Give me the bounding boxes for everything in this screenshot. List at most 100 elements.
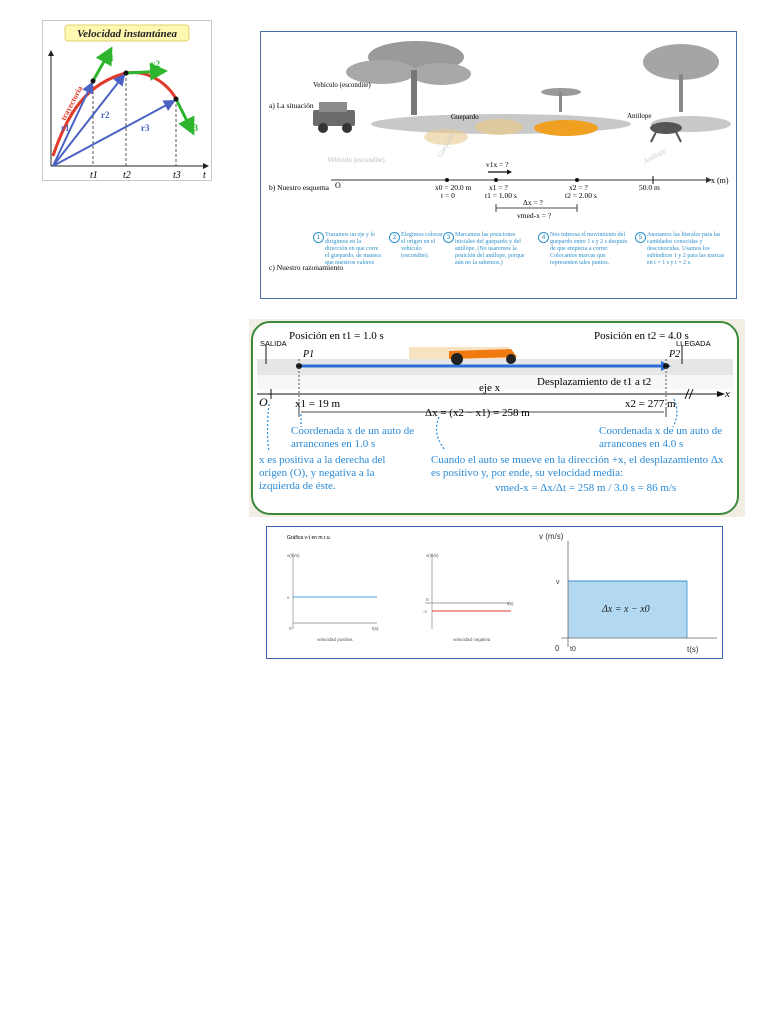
- mark-x1-line2: t1 = 1.00 s: [485, 191, 517, 200]
- v2-label: v2: [151, 59, 161, 69]
- track-shoulder: [257, 375, 733, 389]
- big-xlabel: t(s): [687, 645, 699, 654]
- antelope-label: Antílope: [627, 112, 652, 120]
- axis-label: x (m): [711, 176, 729, 185]
- cheetah-ghost-2: [475, 119, 523, 135]
- vmed-label: vmed-x = ?: [517, 211, 552, 220]
- t2-tick: t2: [123, 170, 131, 181]
- row-label-c: c) Nuestro razonamiento: [269, 263, 343, 272]
- step-5-text: Anotamos las literales para las cantidad…: [647, 232, 725, 266]
- point-2: [123, 70, 129, 76]
- g1-origin: 0: [289, 626, 292, 631]
- instantaneous-velocity-figure: Velocidad instantánea trayectoria r1 r2 …: [42, 20, 212, 181]
- average-velocity-formula: vmed-x = Δx/Δt = 258 m / 3.0 s = 86 m/s: [495, 482, 677, 494]
- displacement-area: [568, 581, 687, 638]
- displacement-label: Desplazamiento de t1 a t2: [537, 376, 651, 388]
- r2-label: r2: [101, 110, 110, 120]
- step-1-text: Trazamos un eje y lo dirigimos en la dir…: [325, 232, 381, 266]
- big-ylabel: v (m/s): [539, 532, 564, 541]
- x1-label: x1 = 19 m: [295, 398, 340, 410]
- t3-tick: t3: [173, 170, 181, 181]
- tree-left: [346, 41, 471, 115]
- axis-break-1: [684, 388, 690, 400]
- cheetah-problem-figure: Vehículo (escondite) Guepardo Antílope a…: [260, 31, 737, 299]
- title-box: [64, 24, 190, 42]
- mark-x2-line2: t2 = 2.00 s: [565, 191, 597, 200]
- cheetah-problem-diagram: Vehículo (escondite) Guepardo Antílope a…: [269, 41, 731, 272]
- reasoning-steps: 1 Trazamos un eje y lo dirigimos en la d…: [313, 232, 733, 296]
- v3-vector: [174, 98, 195, 136]
- delta-label: Δx = ?: [523, 198, 544, 207]
- cheetah-ghost-1: [424, 129, 468, 145]
- g1-caption: velocidad positiva: [317, 637, 353, 642]
- velocity-arrowhead: [507, 169, 512, 175]
- axis-break-2: [688, 388, 694, 400]
- mark-x0-line1: x0 = 20.0 m: [435, 183, 471, 192]
- antelope-ghost-label: Antílope: [642, 147, 667, 166]
- g1-xlabel: t(s): [372, 626, 379, 631]
- vehicle-label: Vehículo (escondite): [313, 81, 371, 89]
- drag-racer-diagram: Posición en t1 = 1.0 s Posición en t2 = …: [251, 321, 739, 515]
- g2-xlabel: t(s): [507, 601, 514, 606]
- position-1-label: Posición en t1 = 1.0 s: [289, 330, 384, 342]
- small-title: Gráfica v-t en m.r.u.: [287, 535, 331, 541]
- step-2-number: 2: [389, 232, 400, 243]
- x-axis-letter: x: [724, 388, 730, 400]
- delta-x-label: Δx = (x2 − x1) = 258 m: [425, 407, 530, 419]
- p2-label: P2: [668, 349, 680, 360]
- x2-label: x2 = 277 m: [625, 398, 676, 410]
- figure-title: Velocidad instantánea: [77, 28, 177, 40]
- mark-x2-line1: x2 = ?: [569, 183, 588, 192]
- salida-label: SALIDA: [260, 339, 287, 348]
- step-3-text: Marcamos las posiciones iniciales del gu…: [455, 232, 525, 266]
- p2-point: [663, 363, 669, 369]
- step-3-number: 3: [443, 232, 454, 243]
- v1-vector: [91, 46, 113, 82]
- axis-arrowhead: [706, 177, 712, 183]
- step-1-number: 1: [313, 232, 324, 243]
- x-axis-arrowhead: [717, 391, 725, 397]
- cheetah-label: Guepardo: [451, 113, 479, 121]
- v2-vector: [125, 62, 168, 81]
- velocity-time-diagram: Gráfica v-t en m.r.u. v(m/s) t(s) veloci…: [287, 532, 717, 654]
- cheetah-icon: [534, 120, 598, 136]
- tree-small-center: [541, 88, 581, 112]
- t1-tick: t1: [90, 170, 98, 181]
- mark-x0: [445, 178, 449, 182]
- g1-ylabel: v(m/s): [287, 553, 300, 558]
- race-car-icon: [409, 347, 517, 365]
- callout-dx: [435, 416, 445, 450]
- row-label-a: a) La situación: [269, 101, 314, 110]
- step-4-number: 4: [538, 232, 549, 243]
- coordinate-1-note: Coordenada x de un auto de arrancones en…: [291, 425, 415, 450]
- g2-origin: 0: [426, 597, 429, 602]
- step-5-number: 5: [635, 232, 646, 243]
- vehicle-ghost-label: Vehículo (escondite): [327, 156, 385, 164]
- big-origin: 0: [555, 644, 560, 653]
- r2-vector: [52, 73, 126, 167]
- mark-x1-line1: x1 = ?: [489, 183, 508, 192]
- g1-v-label: v: [287, 595, 290, 600]
- mark-50m-label: 50.0 m: [639, 183, 660, 192]
- r1-vector: [52, 81, 94, 167]
- mark-x0-line2: t = 0: [441, 191, 455, 200]
- llegada-label: LLEGADA: [676, 339, 711, 348]
- big-t0: t0: [570, 646, 576, 653]
- mark-x2: [575, 178, 579, 182]
- axis-label: eje x: [479, 382, 501, 394]
- zero-label: O: [335, 181, 341, 190]
- row-label-b: b) Nuestro esquema: [269, 183, 330, 192]
- vehicle-icon: [313, 102, 355, 133]
- point-1: [90, 78, 96, 84]
- velocity-label: v1x = ?: [486, 160, 509, 169]
- area-label: Δx = x − x0: [601, 604, 650, 615]
- step-2-text: Elegimos colocar el origen en el vehícul…: [401, 232, 443, 259]
- p1-label: P1: [302, 349, 314, 360]
- step-4-text: Nos interesa el movimiento del guepardo …: [550, 232, 628, 266]
- point-3: [173, 96, 179, 102]
- r3-label: r3: [141, 123, 150, 133]
- coordinate-2-note: Coordenada x de un auto de arrancones en…: [599, 425, 723, 450]
- r1-label: r1: [61, 123, 70, 133]
- callout-origin: [266, 403, 270, 452]
- g2-caption: velocidad negativa: [453, 637, 491, 642]
